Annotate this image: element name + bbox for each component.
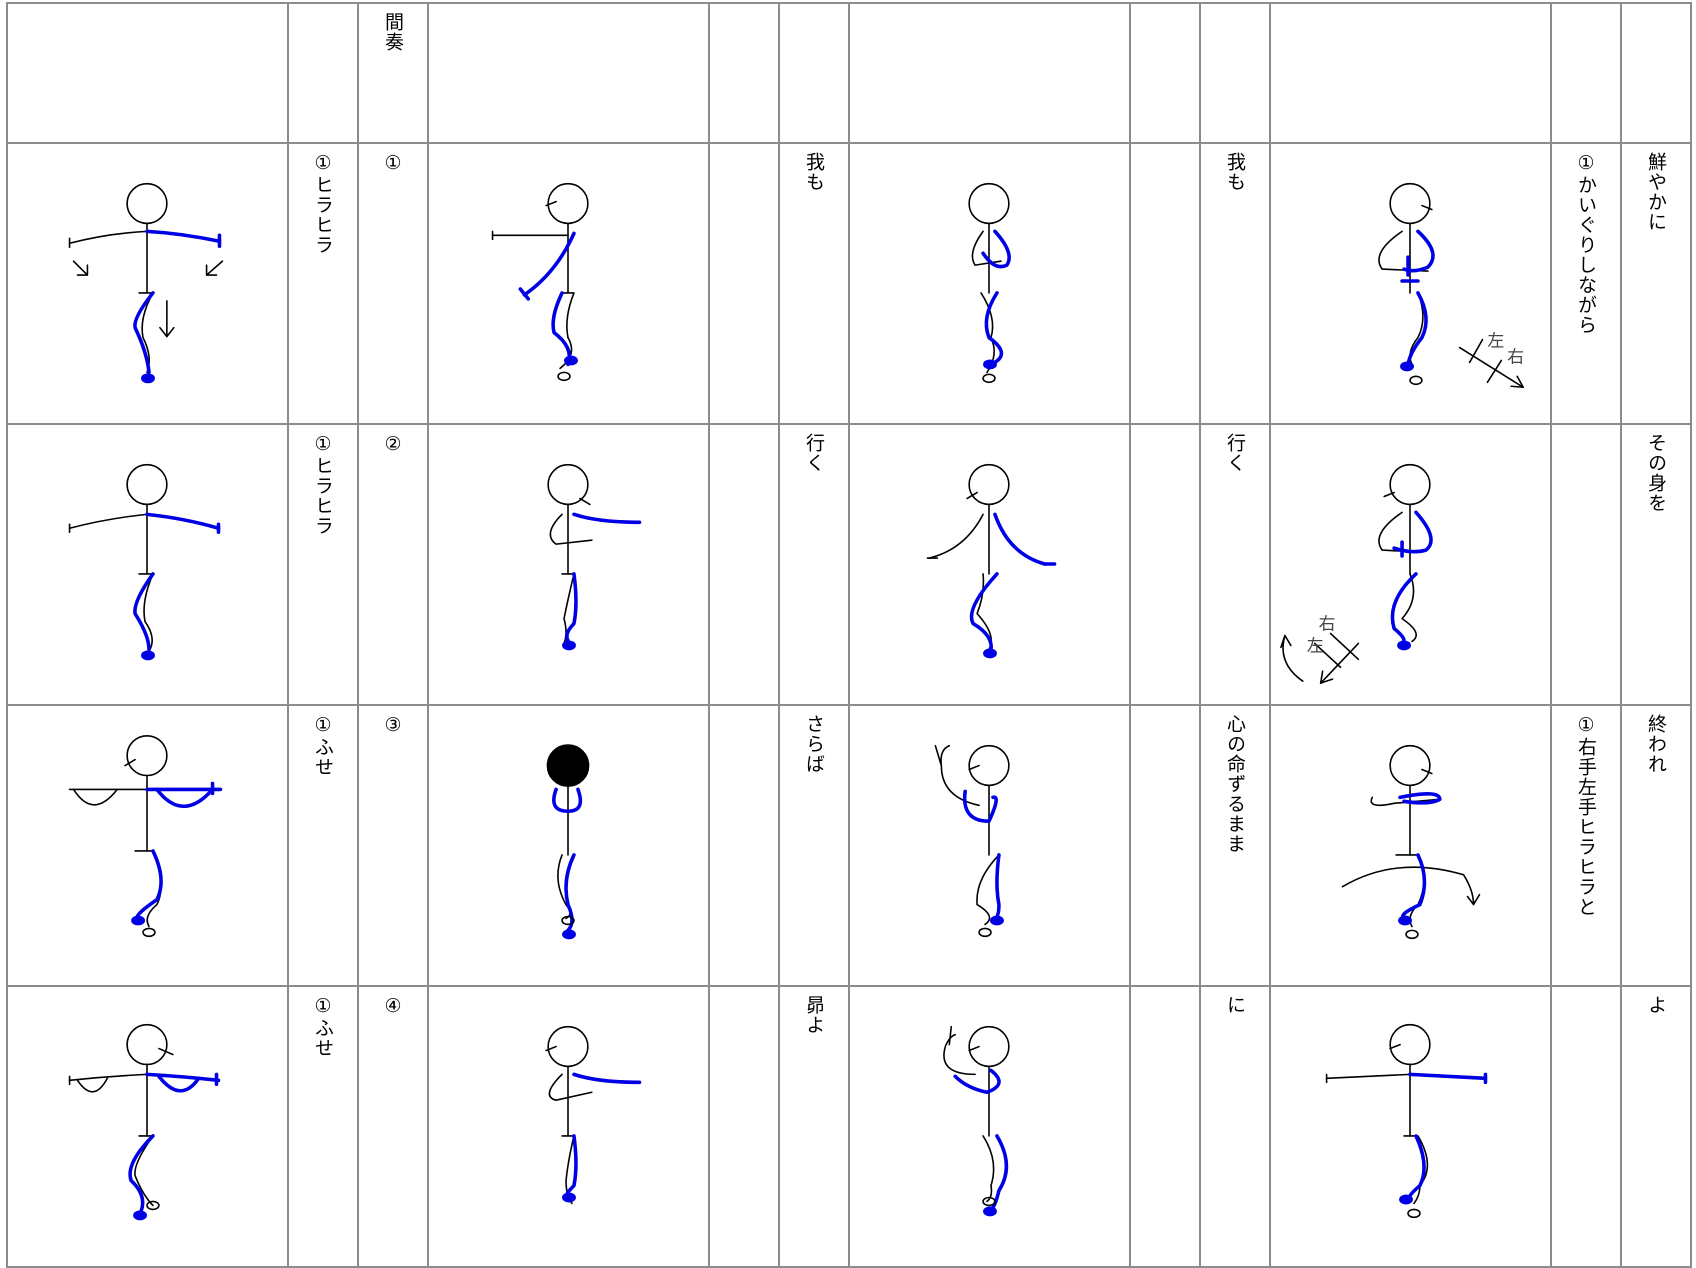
figure-cell <box>849 705 1130 986</box>
figure-cell <box>7 424 288 705</box>
spacer-cell <box>709 986 779 1267</box>
stick-figure: 左 右 <box>1271 144 1550 423</box>
figure-cell: 右 左 <box>1270 424 1551 705</box>
stick-figure <box>850 706 1129 985</box>
lyric-cell: 心の命ずるまま <box>1200 705 1270 986</box>
header-cell <box>7 3 288 143</box>
step-cell <box>1551 986 1621 1267</box>
stick-figure: 右 左 <box>1271 425 1550 704</box>
header-cell <box>1270 3 1551 143</box>
stick-figure <box>8 425 287 704</box>
step-cell: ①ヒラヒラ <box>288 424 358 705</box>
spacer-cell <box>709 705 779 986</box>
stick-figure <box>850 987 1129 1266</box>
header-cell <box>428 3 709 143</box>
lyric-cell: 我も <box>779 143 849 424</box>
figure-cell <box>849 986 1130 1267</box>
stick-figure <box>429 425 708 704</box>
lyric-cell: 行く <box>779 424 849 705</box>
lyric-cell: 鮮やかに <box>1621 143 1691 424</box>
step-cell: ①ふせ <box>288 705 358 986</box>
interlude-label: 間奏 <box>380 12 406 52</box>
lyric-cell: その身を <box>1621 424 1691 705</box>
stick-figure <box>850 425 1129 704</box>
stick-figure <box>8 987 287 1266</box>
lyric-cell: よ <box>1621 986 1691 1267</box>
header-cell <box>1200 3 1270 143</box>
stick-figure <box>429 144 708 423</box>
stick-figure <box>8 144 287 423</box>
header-cell <box>1130 3 1200 143</box>
figure-cell: 左 右 <box>1270 143 1551 424</box>
stick-figure <box>1271 987 1550 1266</box>
figure-cell <box>1270 705 1551 986</box>
header-cell <box>849 3 1130 143</box>
direction-label-right: 右 <box>1507 346 1524 366</box>
header-cell <box>1621 3 1691 143</box>
lyric-cell: 行く <box>1200 424 1270 705</box>
count-cell: ④ <box>358 986 428 1267</box>
figure-cell <box>849 424 1130 705</box>
table-row: ①ふせ ④ 昴よ <box>7 986 1691 1267</box>
figure-cell <box>7 705 288 986</box>
dance-notation-table: 間奏 ① <box>6 2 1692 1268</box>
lyric-cell: 終われ <box>1621 705 1691 986</box>
figure-cell <box>428 143 709 424</box>
figure-cell <box>849 143 1130 424</box>
table-row: ①ふせ ③ さらば <box>7 705 1691 986</box>
table-row: ①ヒラヒラ ① 我も <box>7 143 1691 424</box>
spacer-cell <box>709 143 779 424</box>
spacer-cell <box>709 424 779 705</box>
header-cell <box>288 3 358 143</box>
header-cell <box>779 3 849 143</box>
spacer-cell <box>1130 143 1200 424</box>
lyric-cell: 昴よ <box>779 986 849 1267</box>
stick-figure <box>850 144 1129 423</box>
count-cell: ② <box>358 424 428 705</box>
lyric-cell: 我も <box>1200 143 1270 424</box>
figure-cell <box>428 986 709 1267</box>
stick-figure <box>1271 706 1550 985</box>
spacer-cell <box>1130 705 1200 986</box>
header-cell <box>709 3 779 143</box>
step-cell: ①かいぐりしながら <box>1551 143 1621 424</box>
header-row: 間奏 <box>7 3 1691 143</box>
spacer-cell <box>1130 424 1200 705</box>
direction-label-left: 左 <box>1307 635 1324 655</box>
figure-cell <box>428 705 709 986</box>
count-cell: ① <box>358 143 428 424</box>
spacer-cell <box>1130 986 1200 1267</box>
step-cell: ①ふせ <box>288 986 358 1267</box>
figure-cell <box>7 143 288 424</box>
step-cell: ①ヒラヒラ <box>288 143 358 424</box>
step-cell <box>1551 424 1621 705</box>
step-cell: ①右手左手ヒラヒラと <box>1551 705 1621 986</box>
lyric-cell: に <box>1200 986 1270 1267</box>
count-cell: ③ <box>358 705 428 986</box>
stick-figure <box>429 987 708 1266</box>
header-cell <box>1551 3 1621 143</box>
direction-label-right: 右 <box>1319 614 1336 634</box>
table-row: ①ヒラヒラ ② 行く <box>7 424 1691 705</box>
stick-figure <box>429 706 708 985</box>
stick-figure <box>8 706 287 985</box>
header-cell-interlude: 間奏 <box>358 3 428 143</box>
direction-label-left: 左 <box>1487 331 1504 351</box>
figure-cell <box>1270 986 1551 1267</box>
figure-cell <box>7 986 288 1267</box>
figure-cell <box>428 424 709 705</box>
lyric-cell: さらば <box>779 705 849 986</box>
